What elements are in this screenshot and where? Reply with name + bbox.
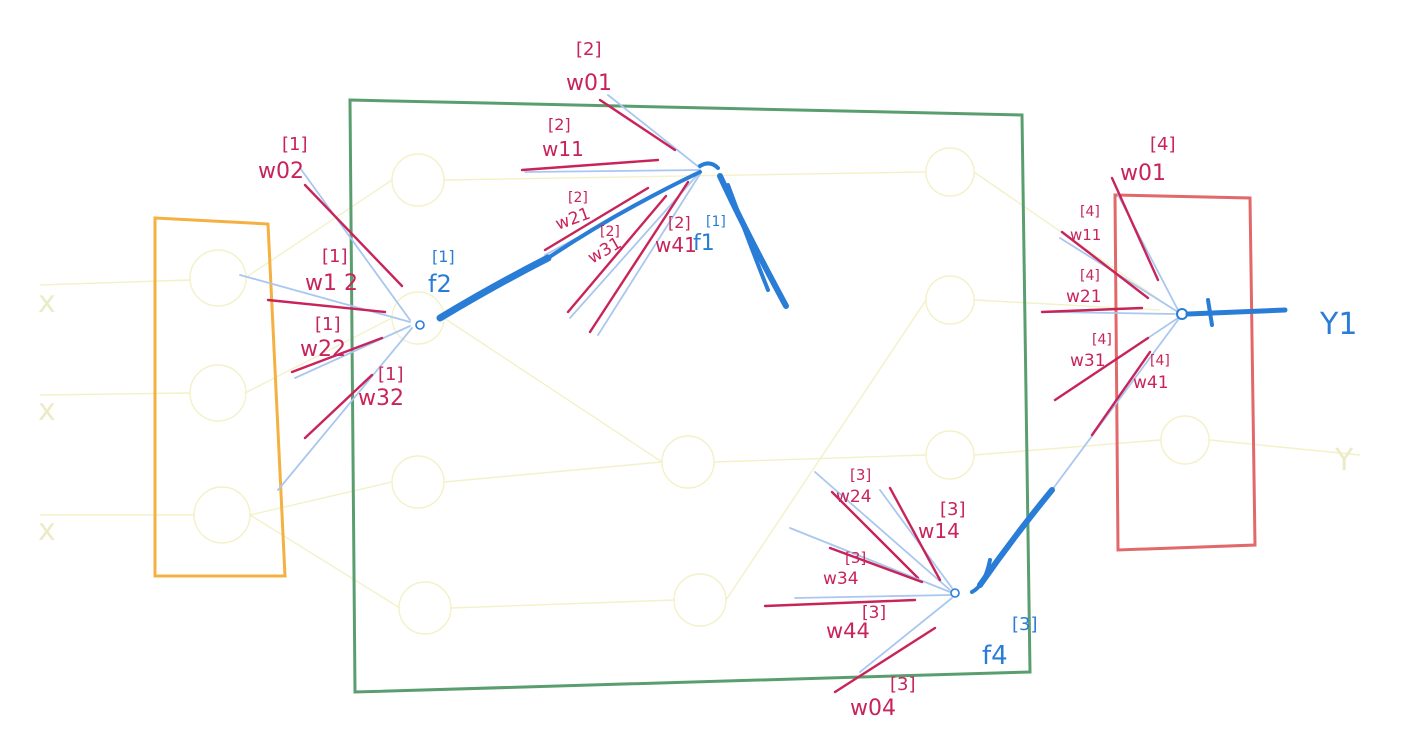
w24-l3-superscript: [3] bbox=[850, 466, 871, 484]
label-w11-l4: [4] w11 bbox=[1070, 204, 1101, 244]
w31-l2-superscript: [2] bbox=[600, 224, 620, 240]
label-f2-l1: [1] f2 bbox=[428, 247, 455, 298]
w04-l3-superscript: [3] bbox=[890, 674, 916, 695]
node-f4-edges bbox=[763, 471, 960, 694]
w41-l4-superscript: [4] bbox=[1150, 353, 1170, 369]
label-w21-l4: [4] w21 bbox=[1066, 268, 1102, 307]
w11-l4-label: w11 bbox=[1070, 226, 1101, 244]
w12-superscript: [1] bbox=[322, 246, 348, 267]
label-w12-l1: [1] w1 2 bbox=[305, 246, 358, 296]
svg-text:x: x bbox=[38, 393, 56, 428]
w12-label: w1 2 bbox=[305, 271, 358, 296]
w01-l2-superscript: [2] bbox=[576, 39, 602, 60]
w24-l3-label: w24 bbox=[836, 487, 872, 507]
faint-background-network: x x x Y bbox=[38, 147, 1361, 635]
w01-l4-label: w01 bbox=[1120, 161, 1166, 186]
svg-text:x: x bbox=[38, 513, 56, 548]
w22-superscript: [1] bbox=[315, 314, 341, 335]
f4-superscript: [3] bbox=[1012, 614, 1038, 635]
input-layer-box bbox=[153, 216, 287, 578]
f1-label: f1 bbox=[693, 231, 715, 256]
output-y1-label: Y1 bbox=[1319, 307, 1357, 342]
w11-l2-label: w11 bbox=[542, 137, 584, 161]
f4-label: f4 bbox=[982, 641, 1008, 671]
w02-superscript: [1] bbox=[282, 134, 308, 155]
f2-superscript: [1] bbox=[432, 247, 455, 266]
label-w14-l3: [3] w14 bbox=[918, 499, 966, 543]
label-w22-l1: [1] w22 bbox=[300, 314, 346, 362]
w02-label: w02 bbox=[258, 159, 304, 184]
label-w41-l2: [2] w41 bbox=[655, 213, 697, 257]
label-w41-l4: [4] w41 bbox=[1133, 353, 1170, 393]
gradient-path bbox=[436, 161, 1288, 594]
w04-l3-label: w04 bbox=[850, 696, 896, 721]
w41-l2-superscript: [2] bbox=[668, 213, 691, 232]
f2-label: f2 bbox=[428, 270, 452, 298]
f1-superscript: [1] bbox=[706, 214, 726, 230]
w32-label: w32 bbox=[358, 386, 404, 411]
w32-superscript: [1] bbox=[378, 364, 404, 385]
output-layer-box bbox=[1113, 193, 1257, 552]
w34-l3-label: w34 bbox=[823, 569, 859, 589]
w21-l4-label: w21 bbox=[1066, 287, 1102, 307]
w21-l4-superscript: [4] bbox=[1080, 268, 1100, 284]
label-w31-l4: [4] w31 bbox=[1070, 332, 1112, 371]
label-w34-l3: [3] w34 bbox=[823, 549, 866, 589]
label-w32-l1: [1] w32 bbox=[358, 364, 404, 411]
w01-l4-superscript: [4] bbox=[1150, 134, 1176, 155]
w22-label: w22 bbox=[300, 337, 346, 362]
node-f2 bbox=[415, 320, 425, 330]
w14-l3-superscript: [3] bbox=[940, 499, 966, 520]
label-w04-l3: [3] w04 bbox=[850, 674, 916, 721]
label-w24-l3: [3] w24 bbox=[836, 466, 872, 507]
label-w01-l4: [4] w01 bbox=[1120, 134, 1176, 186]
node-f1-edges bbox=[520, 94, 701, 336]
w31-l4-superscript: [4] bbox=[1092, 332, 1112, 348]
w41-l2-label: w41 bbox=[655, 233, 697, 257]
w01-l2-label: w01 bbox=[566, 71, 612, 96]
hidden-layers-box bbox=[348, 98, 1032, 694]
svg-text:Y: Y bbox=[1334, 443, 1354, 478]
label-w02-l1: [1] w02 bbox=[258, 134, 308, 184]
label-f1-l1: [1] f1 bbox=[693, 214, 726, 256]
node-f2-edges bbox=[239, 167, 425, 491]
w44-l3-superscript: [3] bbox=[862, 603, 886, 623]
w11-l4-superscript: [4] bbox=[1080, 204, 1100, 220]
node-f4 bbox=[950, 588, 960, 598]
w21-l2-superscript: [2] bbox=[568, 190, 588, 206]
label-f4-l3: [3] f4 bbox=[982, 614, 1038, 671]
w44-l3-label: w44 bbox=[826, 619, 870, 643]
w41-l4-label: w41 bbox=[1133, 373, 1169, 393]
w34-l3-superscript: [3] bbox=[845, 549, 866, 567]
w11-l2-superscript: [2] bbox=[548, 115, 571, 134]
label-w21-l2: [2] w21 bbox=[553, 190, 593, 235]
label-w01-l2: [2] w01 bbox=[566, 39, 612, 96]
output-node-edges bbox=[1040, 176, 1188, 491]
svg-text:x: x bbox=[38, 285, 56, 320]
label-w44-l3: [3] w44 bbox=[826, 603, 886, 643]
w14-l3-label: w14 bbox=[918, 519, 960, 543]
w21-l2-label: w21 bbox=[553, 204, 593, 235]
w31-l4-label: w31 bbox=[1070, 351, 1106, 371]
label-w11-l2: [2] w11 bbox=[542, 115, 584, 161]
